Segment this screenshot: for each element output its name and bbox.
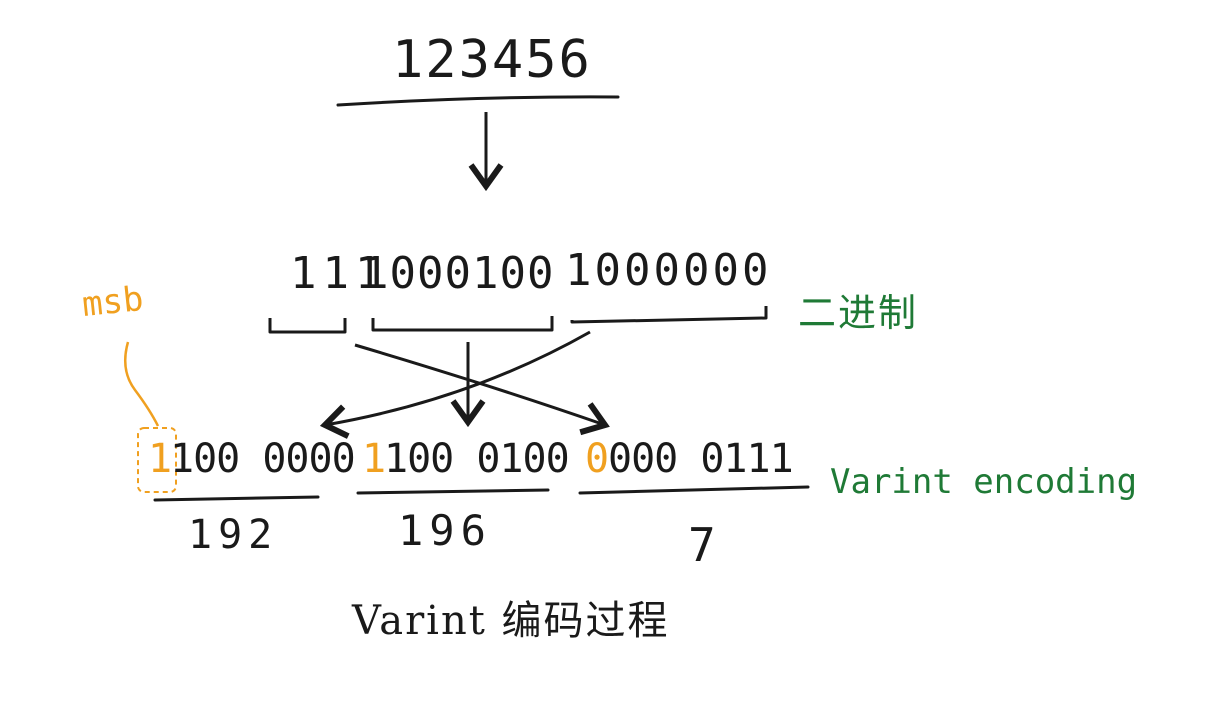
- caption: Varint 编码过程: [352, 598, 670, 644]
- arrow-group1-to-byte3: [354, 343, 610, 436]
- msb-label: msb: [80, 278, 146, 326]
- bracket-group2: [371, 316, 554, 332]
- byte1-decimal: 192: [188, 512, 279, 558]
- byte2-underline: [356, 488, 550, 495]
- byte2-bits: 100 0100: [384, 436, 570, 482]
- encoding-label: Varint encoding: [830, 462, 1138, 502]
- msb-dashed-box: [137, 427, 177, 493]
- msb-pointer: [123, 341, 160, 427]
- byte3-decimal: 7: [688, 518, 719, 572]
- byte2-msb: 1: [362, 436, 390, 482]
- byte1-bits: 100 0000: [170, 436, 356, 482]
- byte1-underline: [153, 495, 320, 502]
- arrow-group3-to-byte1: [319, 330, 591, 439]
- binary-group3: 1000000: [565, 245, 772, 296]
- byte3-msb: 0: [585, 436, 613, 482]
- byte3-bits: 000 0111: [608, 436, 794, 482]
- binary-label: 二进制: [798, 291, 919, 335]
- byte3-underline: [578, 485, 810, 495]
- binary-group2: 1000100: [362, 248, 555, 299]
- byte1-msb: 1: [148, 436, 176, 482]
- bracket-group3: [570, 306, 768, 324]
- bracket-group1: [268, 318, 347, 334]
- input-underline: [336, 95, 620, 107]
- input-number: 123456: [392, 30, 592, 90]
- byte2-decimal: 196: [398, 506, 492, 555]
- binary-group1: 111: [290, 248, 388, 299]
